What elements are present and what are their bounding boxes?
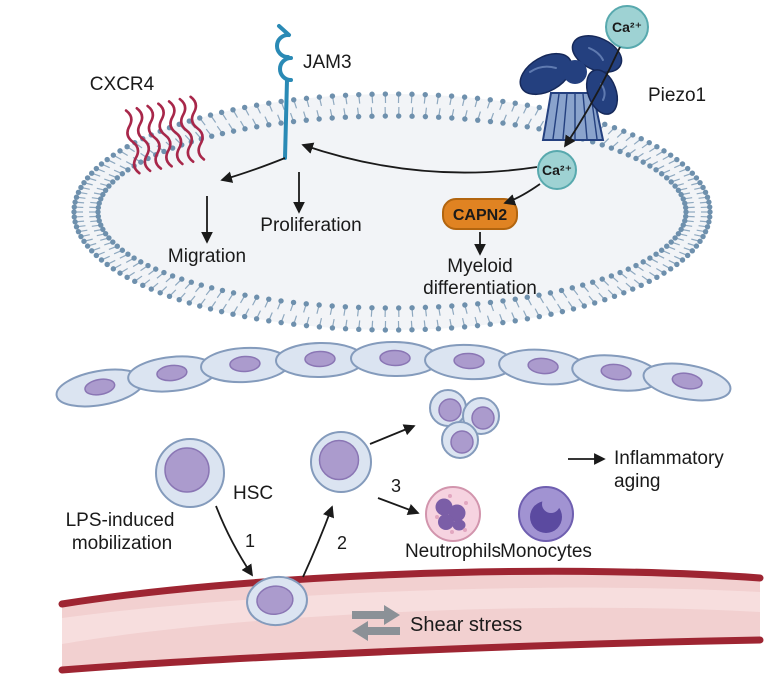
- jam3-stem: [283, 78, 289, 160]
- inflammatory-aging-label-line1: Inflammatory: [614, 448, 724, 469]
- arrows: [201, 46, 621, 578]
- calcium-circle: [605, 5, 649, 49]
- arrow-ca-influx: [564, 46, 621, 148]
- capn2-box: [442, 198, 518, 230]
- jam3-ig-loop: [275, 33, 290, 59]
- endothelial-cell: [55, 368, 145, 408]
- vessel-lumen-highlight: [62, 587, 760, 644]
- hsc-cell-returned: [310, 431, 372, 493]
- arrow-step3-to-myeloid-cells: [377, 497, 420, 515]
- piezo1-blades: [519, 35, 623, 115]
- neutrophil-nucleus-lobe: [448, 504, 466, 522]
- endothelial-cell: [424, 343, 514, 381]
- endothelial-layer: [55, 340, 732, 408]
- cluster-cell-nucleus: [471, 406, 495, 430]
- calcium-extracellular: Ca²⁺: [605, 5, 649, 49]
- inflammatory-aging-label-line2: aging: [614, 471, 661, 492]
- calcium-circle: [537, 150, 577, 190]
- cxcr4-helix: [135, 106, 152, 173]
- cell-nucleus: [318, 439, 360, 481]
- myeloid-differentiation-label-line1: Myeloid: [447, 256, 512, 277]
- cxcr4-helix: [189, 95, 206, 161]
- cxcr4-helix: [157, 102, 173, 168]
- myeloid-differentiation-label-line2: differentiation: [423, 278, 537, 299]
- shear-stress-icon: [352, 605, 400, 641]
- cluster-cell-nucleus: [450, 430, 474, 454]
- endothelial-cell: [498, 348, 588, 386]
- cluster-cell-nucleus: [438, 398, 462, 422]
- monocytes-label: Monocytes: [500, 541, 592, 562]
- vessel-wall-top: [58, 567, 764, 608]
- arrow-jam3-to-cxcr4-side: [220, 157, 286, 183]
- proliferation-label: Proliferation: [260, 215, 361, 236]
- cxcr4-helix: [167, 100, 184, 166]
- neutrophil-nucleus-lobe: [452, 519, 466, 531]
- neutrophil-cell: [425, 486, 481, 542]
- migration-label: Migration: [168, 246, 246, 267]
- shear-arrow-left-icon: [352, 621, 400, 641]
- cxcr4-helix: [124, 109, 141, 175]
- arrow-hsc-to-cluster: [369, 424, 416, 445]
- step1-number: 1: [245, 531, 255, 551]
- endothelial-cell: [571, 354, 661, 392]
- cxcr4-receptor: [124, 95, 206, 175]
- cxcr4-helix: [146, 104, 163, 170]
- step3-number: 3: [391, 476, 401, 496]
- jam3-receptor: [275, 24, 293, 160]
- endothelial-cell: [642, 362, 732, 402]
- arrow-ca-to-jam3: [301, 142, 538, 174]
- vessel-wall-bottom: [58, 636, 764, 674]
- arrow-ca-to-capn2: [503, 183, 541, 206]
- piezo1-channel: [519, 35, 623, 141]
- piezo1-blade: [571, 35, 623, 73]
- cell-membrane: [71, 91, 713, 333]
- circulating-hsc-nucleus: [256, 585, 294, 616]
- neutrophils-label: Neutrophils: [405, 541, 501, 562]
- piezo1-label: Piezo1: [648, 85, 706, 106]
- lps-mobilization-label-line1: LPS-induced: [66, 510, 175, 531]
- jam3-label: JAM3: [303, 52, 352, 73]
- neutrophil-nucleus-lobe: [438, 514, 454, 530]
- arrow-step2-vessel-to-hsc: [302, 505, 335, 578]
- piezo1-blade: [519, 52, 573, 96]
- cxcr4-helix: [178, 97, 195, 164]
- monocyte-nucleus-notch: [542, 495, 560, 513]
- progenitor-cluster: [429, 389, 500, 459]
- shear-stress-label: Shear stress: [410, 614, 522, 636]
- calcium-intracellular: Ca²⁺: [537, 150, 577, 190]
- hsc-cell: [155, 438, 225, 508]
- step2-number: 2: [337, 533, 347, 553]
- shear-arrow-right-icon: [352, 605, 400, 625]
- calcium-label: Ca²⁺: [612, 19, 642, 35]
- arrow-step1-hsc-to-vessel: [215, 505, 253, 577]
- lps-mobilization-label-line2: mobilization: [72, 533, 172, 554]
- capn2-node: CAPN2: [442, 198, 518, 230]
- endothelial-cell: [200, 346, 290, 384]
- monocyte-cell: [518, 486, 574, 542]
- calcium-label: Ca²⁺: [542, 162, 572, 178]
- piezo1-center: [563, 60, 587, 84]
- neutrophil-granules: [435, 494, 468, 534]
- jam3-ig-loop: [278, 56, 293, 82]
- circulating-hsc: [246, 575, 308, 627]
- piezo1-blade: [585, 69, 619, 115]
- blood-vessel: [58, 567, 764, 674]
- neutrophil-nucleus-lobe: [435, 498, 453, 516]
- hsc-label: HSC: [233, 483, 273, 504]
- cxcr4-label: CXCR4: [90, 74, 155, 95]
- hsc-nucleus: [164, 447, 210, 493]
- capn2-label: CAPN2: [453, 207, 507, 224]
